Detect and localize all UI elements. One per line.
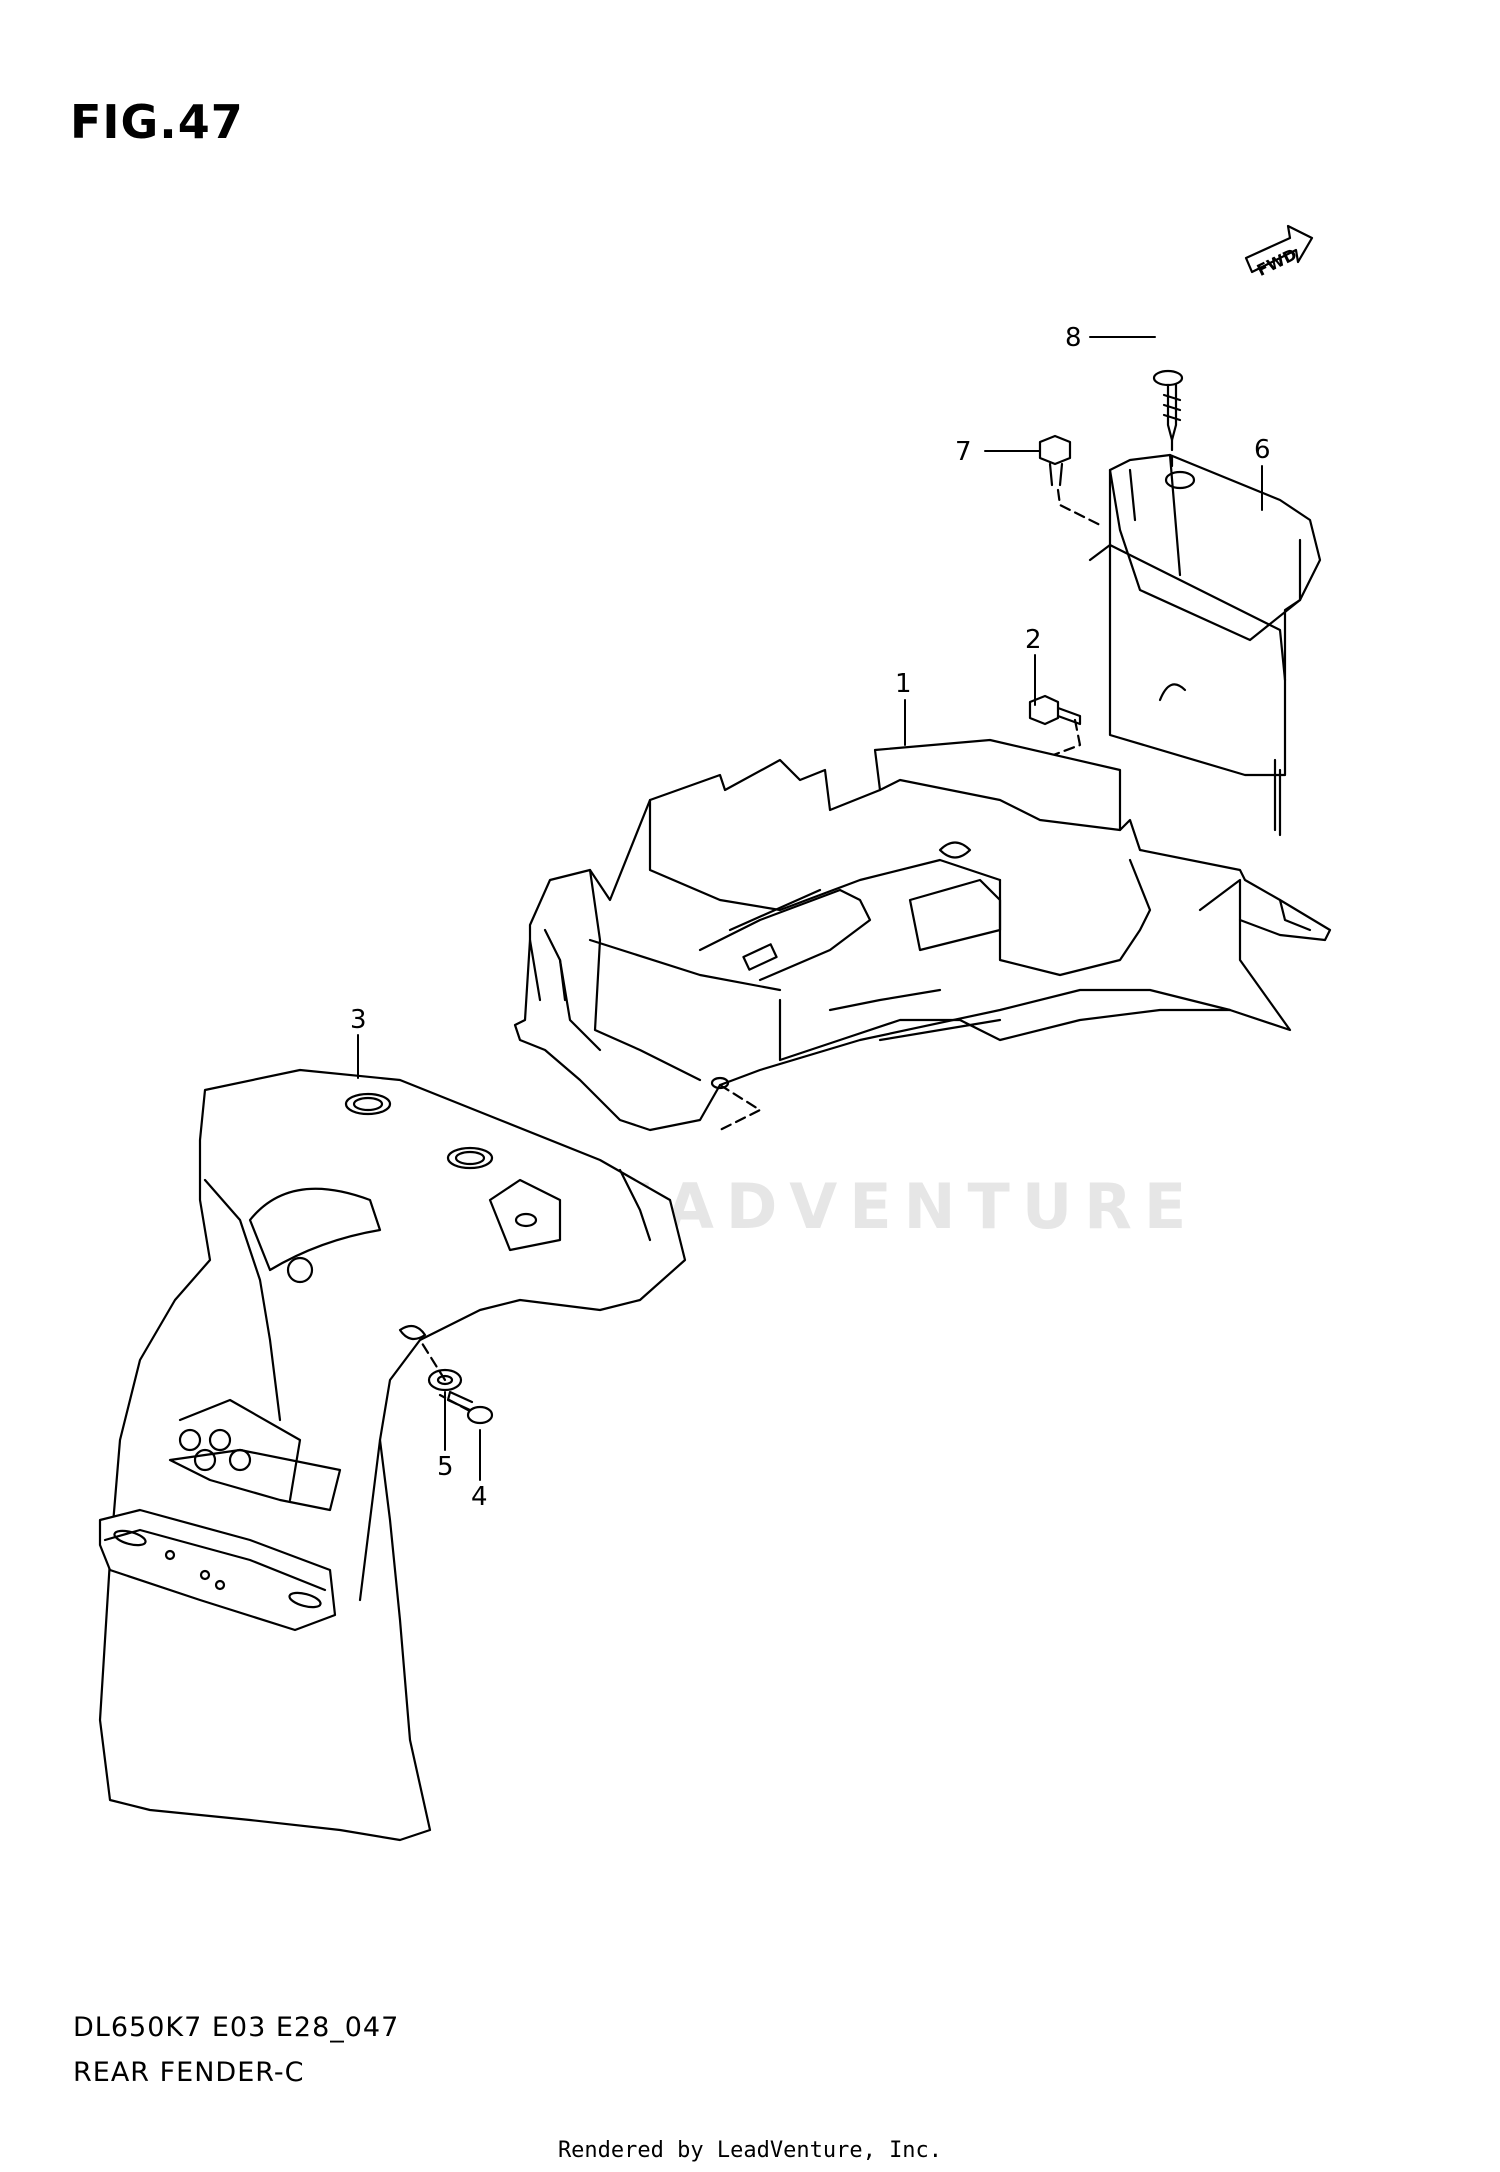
callout-5: 5 [437,1452,454,1482]
part-8-screw [1152,369,1184,472]
callout-labels: 1 2 3 4 5 6 7 8 [350,323,1271,1512]
callout-1: 1 [895,669,912,699]
callout-7: 7 [955,437,972,467]
callout-8: 8 [1065,323,1082,353]
callout-4: 4 [471,1482,488,1512]
part-1-rear-fender [513,738,1332,1132]
figure-title: FIG.47 [70,95,244,149]
callout-6: 6 [1254,435,1271,465]
callout-3: 3 [350,1005,367,1035]
part-name: REAR FENDER-C [73,2057,305,2088]
license-plate-bracket [98,1508,337,1632]
part-6-battery-box [1088,453,1322,837]
rendered-by-credit: Rendered by LeadVenture, Inc. [557,2138,943,2163]
part-7-clip [1038,434,1102,527]
callout-2: 2 [1025,625,1042,655]
part-3-mudguard [98,1068,687,1842]
model-code: DL650K7 E03 E28_047 [73,2012,400,2043]
part-4-screw [438,1390,494,1425]
part-5-washer [418,1338,463,1392]
fwd-arrow-icon: FWD [1244,224,1314,280]
leader-lines [357,336,1263,1481]
